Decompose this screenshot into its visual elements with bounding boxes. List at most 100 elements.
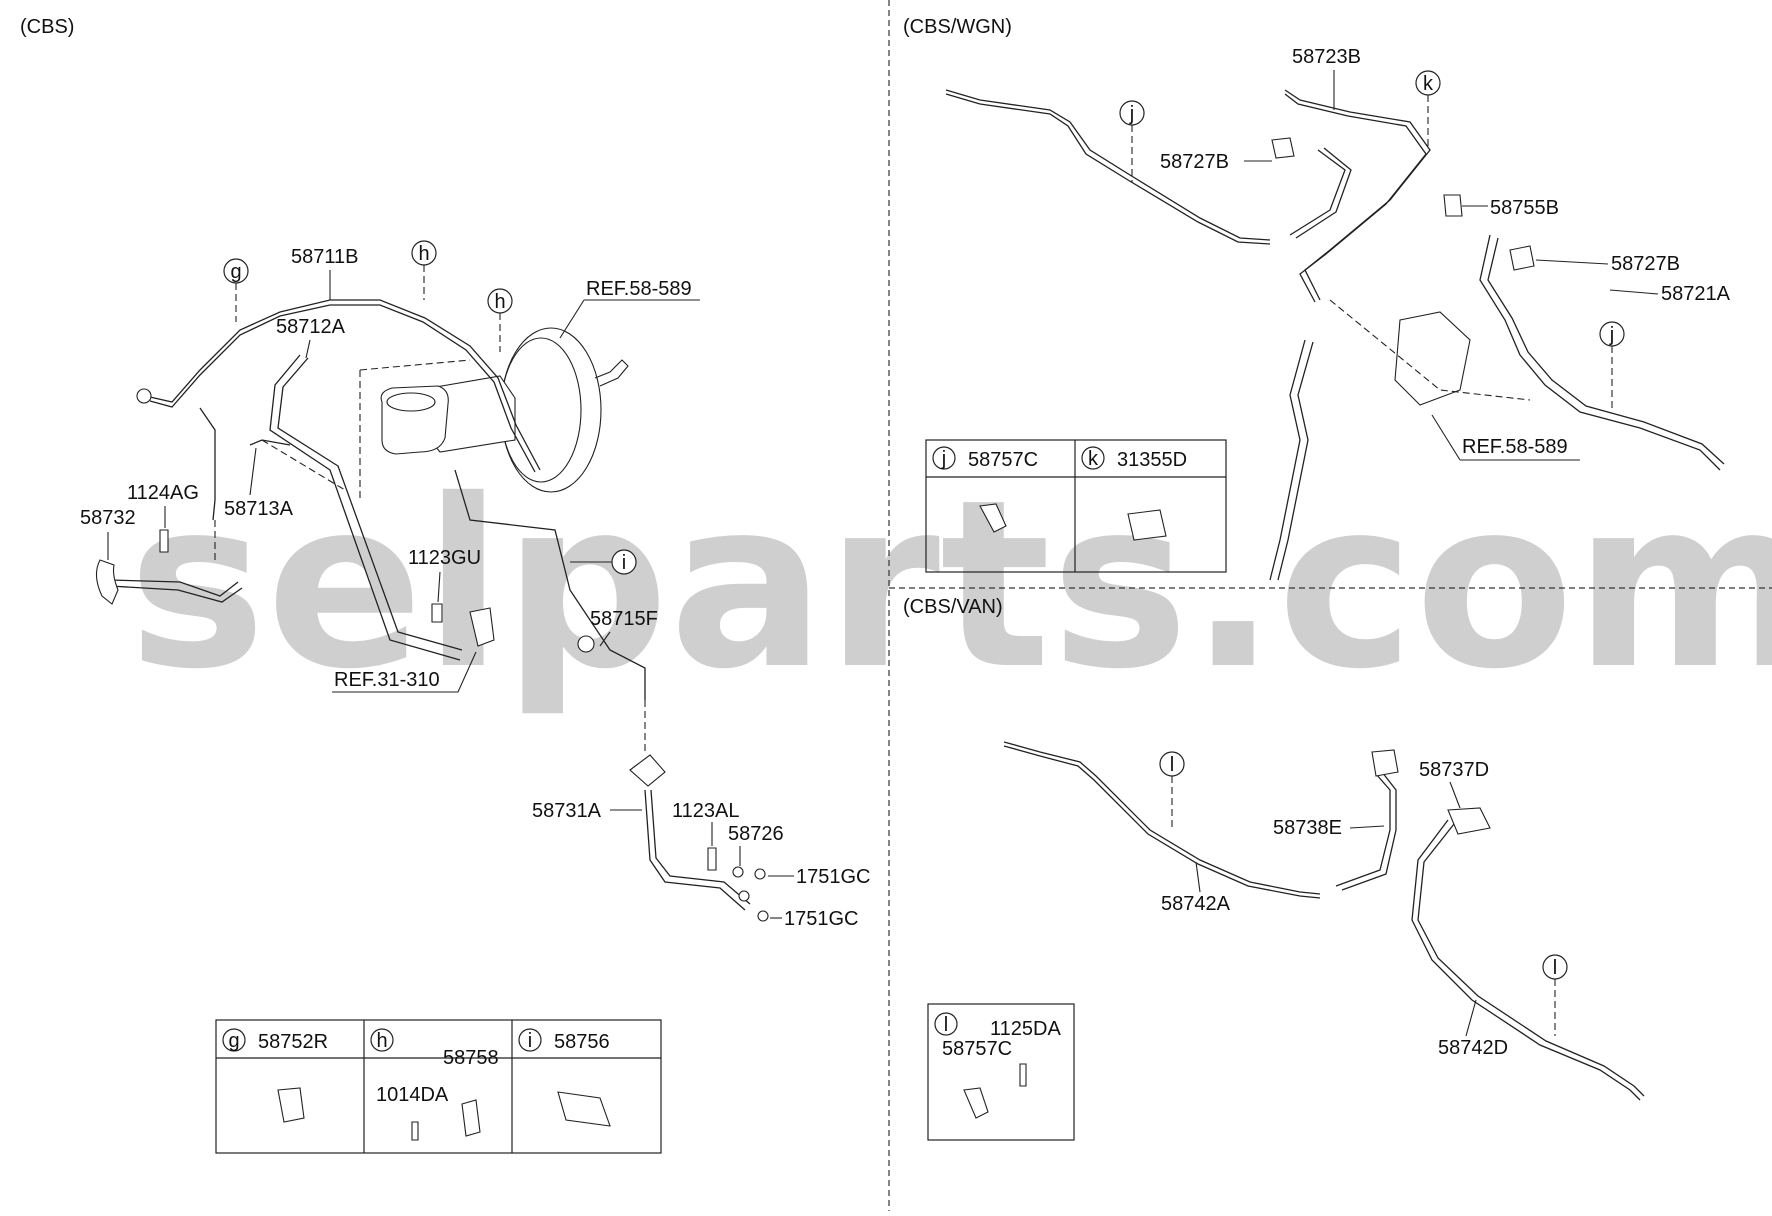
label-58723B: 58723B [1292,46,1361,68]
cbs-table-marker-g-text: g [228,1030,239,1052]
wgn-table-part-31355D: 31355D [1117,449,1187,471]
bracket-58758-icon [461,1099,481,1137]
bolt-1124AG [159,529,169,553]
clip-58757C-icon [979,503,1007,533]
marker-j-2-text: j [1609,324,1614,346]
reservoir-ref-dash [359,359,471,500]
brake-booster [500,327,602,493]
brake-line-58712A-2 [277,357,463,651]
cbs-table-marker-i-text: i [528,1030,532,1052]
brake-hose-58731A-2 [650,789,751,905]
marker-i-text: i [622,552,626,574]
cbs-table-part-1014DA: 1014DA [376,1084,449,1106]
leader-58742D [1465,999,1477,1037]
marker-j-1-text: j [1129,103,1134,125]
bracket-58727B-b [1509,245,1535,271]
brake-line-58742A [1003,741,1321,895]
label-1751GC-a: 1751GC [796,866,871,888]
booster-rod [594,359,629,387]
abs-unit-ref-58-589 [1394,311,1471,406]
van-table-part-1125DA: 1125DA [990,1018,1061,1040]
hose-58738E [1335,773,1391,887]
label-58731A: 58731A [532,800,602,822]
cbs-table-marker-h-text: h [376,1030,387,1052]
cbs-table-part-58752R: 58752R [258,1031,328,1053]
wgn-table-marker-j [932,446,956,470]
section-title-cbs: (CBS) [20,16,74,38]
wgn-table-marker-k-text: k [1088,448,1099,470]
brake-line-wgn-left [945,89,1271,241]
hose-wgn-left [1289,149,1346,236]
leader-58721A [1609,289,1659,295]
label-58727B-b: 58727B [1611,253,1680,275]
leader-58712A [305,339,311,359]
van-clip-table: l 1125DA 58757C [927,1003,1075,1141]
label-58721A: 58721A [1661,283,1731,305]
leader-58715F [599,631,611,647]
clip-31355D-icon [1127,509,1167,541]
watermark: selparts.com [128,450,1772,720]
clip-58756-icon [557,1091,611,1127]
hose-end-58732 [95,559,119,605]
bolt-58726 [732,866,744,878]
brake-line-58713A [249,439,291,446]
clip-58752R-icon [277,1087,305,1123]
line-58713A-dash [261,439,346,491]
bolt-1123GU [431,603,443,623]
brake-hose-58731A [644,789,746,911]
leader-58738E [1349,825,1385,829]
wgn-table-part-58757C: 58757C [968,449,1038,471]
bolt-1123AL [707,847,717,871]
reservoir-cap [386,392,436,412]
cbs-section: g h h i 58711B 58712A 58713A REF.58-589 … [80,240,871,1154]
van-table-marker-l [934,1012,958,1036]
section-title-cbs-wgn: (CBS/WGN) [903,16,1012,38]
brake-hose-58732-2 [109,585,243,603]
leader-58742A [1195,861,1201,893]
van-table-part-58757C: 58757C [942,1038,1012,1060]
cbs-table-part-58758: 58758 [443,1047,499,1069]
brake-line-58711B [149,299,541,471]
bracket-1123GU [469,607,495,647]
brake-line-58712A [269,354,461,661]
label-ref-58-589: REF.58-589 [586,278,692,300]
label-58715F: 58715F [590,608,658,630]
brake-line-wgn-lower [1269,339,1306,581]
label-58742A: 58742A [1161,893,1231,915]
cbs-table-marker-i [518,1028,542,1052]
wgn-table-marker-j-text: j [941,448,946,470]
bracket-58738E [1371,749,1399,777]
van-table-marker-l-text: l [944,1014,948,1036]
wgn-table-frame [925,439,1227,573]
cbs-clip-table: g 58752R h 58758 1014DA i 58756 [215,1019,662,1154]
hose-58737D-fitting [1447,807,1491,835]
brake-line-58721A [1479,234,1721,471]
leader-ref-58-589 [559,299,700,339]
brake-line-58723B-2 [1284,93,1427,303]
label-1751GC-b: 1751GC [784,908,859,930]
van-table-frame [927,1003,1075,1141]
cbs-table-frame [215,1019,662,1154]
brake-line-58711B-inner [149,304,536,473]
leader-ref-58-589-wgn [1431,414,1580,461]
clip-58757C-van-icon [963,1087,989,1119]
grommet [577,635,595,653]
label-58732: 58732 [80,507,136,529]
label-1124AG: 1124AG [127,482,199,504]
cbs-wgn-section: j k j 58723B 58727B 58755B 58727B 58721A… [925,46,1731,581]
cbs-table-marker-h [370,1028,394,1052]
line-fitting-left [136,388,152,404]
brake-hose-58732 [109,579,239,597]
wgn-clip-table: j 58757C k 31355D [925,439,1227,573]
brake-line-58742D-2 [1417,823,1645,1097]
label-1123GU: 1123GU [408,547,481,569]
leader-58737D [1449,781,1461,809]
brake-line-58721A-2 [1487,237,1725,465]
washer-1751GC-b [757,910,769,922]
wgn-ref-dash [1329,299,1531,401]
section-title-cbs-van: (CBS/VAN) [903,596,1003,618]
leader-58713A [249,447,257,496]
hose-bracket-58731A [629,754,666,787]
label-58713A: 58713A [224,498,294,520]
